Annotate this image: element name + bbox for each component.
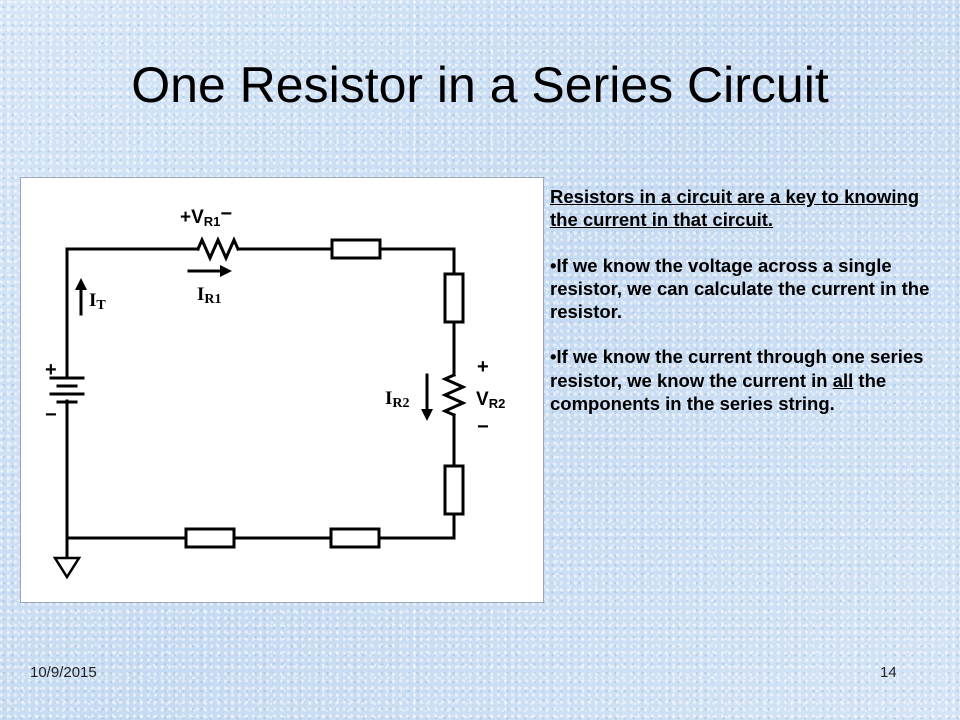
notes-bullet-current-text-1: •If we know the current through one seri… xyxy=(550,346,924,391)
r1-current-symbol: I xyxy=(197,284,204,305)
r1-current-subscript: R1 xyxy=(204,292,221,307)
notes-intro: Resistors in a circuit are a key to know… xyxy=(550,186,920,231)
r2-voltage-plus: + xyxy=(477,356,489,378)
total-current-subscript: T xyxy=(96,298,106,313)
resistor-r2-zigzag xyxy=(441,373,467,417)
r1-voltage-plus: + xyxy=(180,207,191,228)
circuit-svg: + − IT +VR1− IR1 IR2 + VR2 − xyxy=(45,203,505,580)
circuit-diagram: + − IT +VR1− IR1 IR2 + VR2 − xyxy=(20,177,544,603)
resistor-top-right xyxy=(330,238,382,260)
ground-icon xyxy=(52,556,82,580)
notes-bullet-voltage: •If we know the voltage across a single … xyxy=(550,254,930,323)
r2-voltage-symbol: V xyxy=(476,389,489,410)
footer-date: 10/9/2015 xyxy=(30,664,97,681)
r1-voltage-subscript: R1 xyxy=(204,214,221,229)
total-current-label: IT xyxy=(89,290,106,313)
battery-minus-label: − xyxy=(45,404,57,426)
r1-current-label: IR1 xyxy=(197,284,222,307)
battery-plus-label: + xyxy=(45,359,57,381)
r1-voltage-label: +VR1− xyxy=(180,203,232,229)
resistor-r1-zigzag xyxy=(196,236,240,262)
r2-voltage-subscript: R2 xyxy=(489,396,506,411)
resistor-bottom-right xyxy=(329,527,381,549)
resistor-right-lower xyxy=(443,464,465,516)
arrow-down-icon xyxy=(421,409,433,421)
r2-current-symbol: I xyxy=(385,388,392,409)
slide-title: One Resistor in a Series Circuit xyxy=(131,57,829,113)
arrow-up-icon xyxy=(75,278,87,290)
notes-bullet-current-text-2: the components in the series string. xyxy=(550,369,887,415)
r2-current-label: IR2 xyxy=(385,388,410,411)
notes-panel: Resistors in a circuit are a key to know… xyxy=(550,185,945,437)
arrow-right-icon xyxy=(220,265,232,277)
r1-voltage-symbol: V xyxy=(191,207,204,228)
notes-bullet-current-emphasis: all xyxy=(832,369,854,391)
resistor-right-upper xyxy=(443,272,465,324)
r2-current-subscript: R2 xyxy=(392,396,409,411)
resistor-bottom-left xyxy=(184,527,236,549)
r2-voltage-label: VR2 xyxy=(476,389,505,411)
page-number: 14 xyxy=(880,664,897,681)
r2-voltage-minus: − xyxy=(477,416,489,438)
notes-bullet-current: •If we know the current through one seri… xyxy=(550,345,945,415)
r1-voltage-minus: − xyxy=(220,203,232,225)
total-current-symbol: I xyxy=(89,290,96,311)
